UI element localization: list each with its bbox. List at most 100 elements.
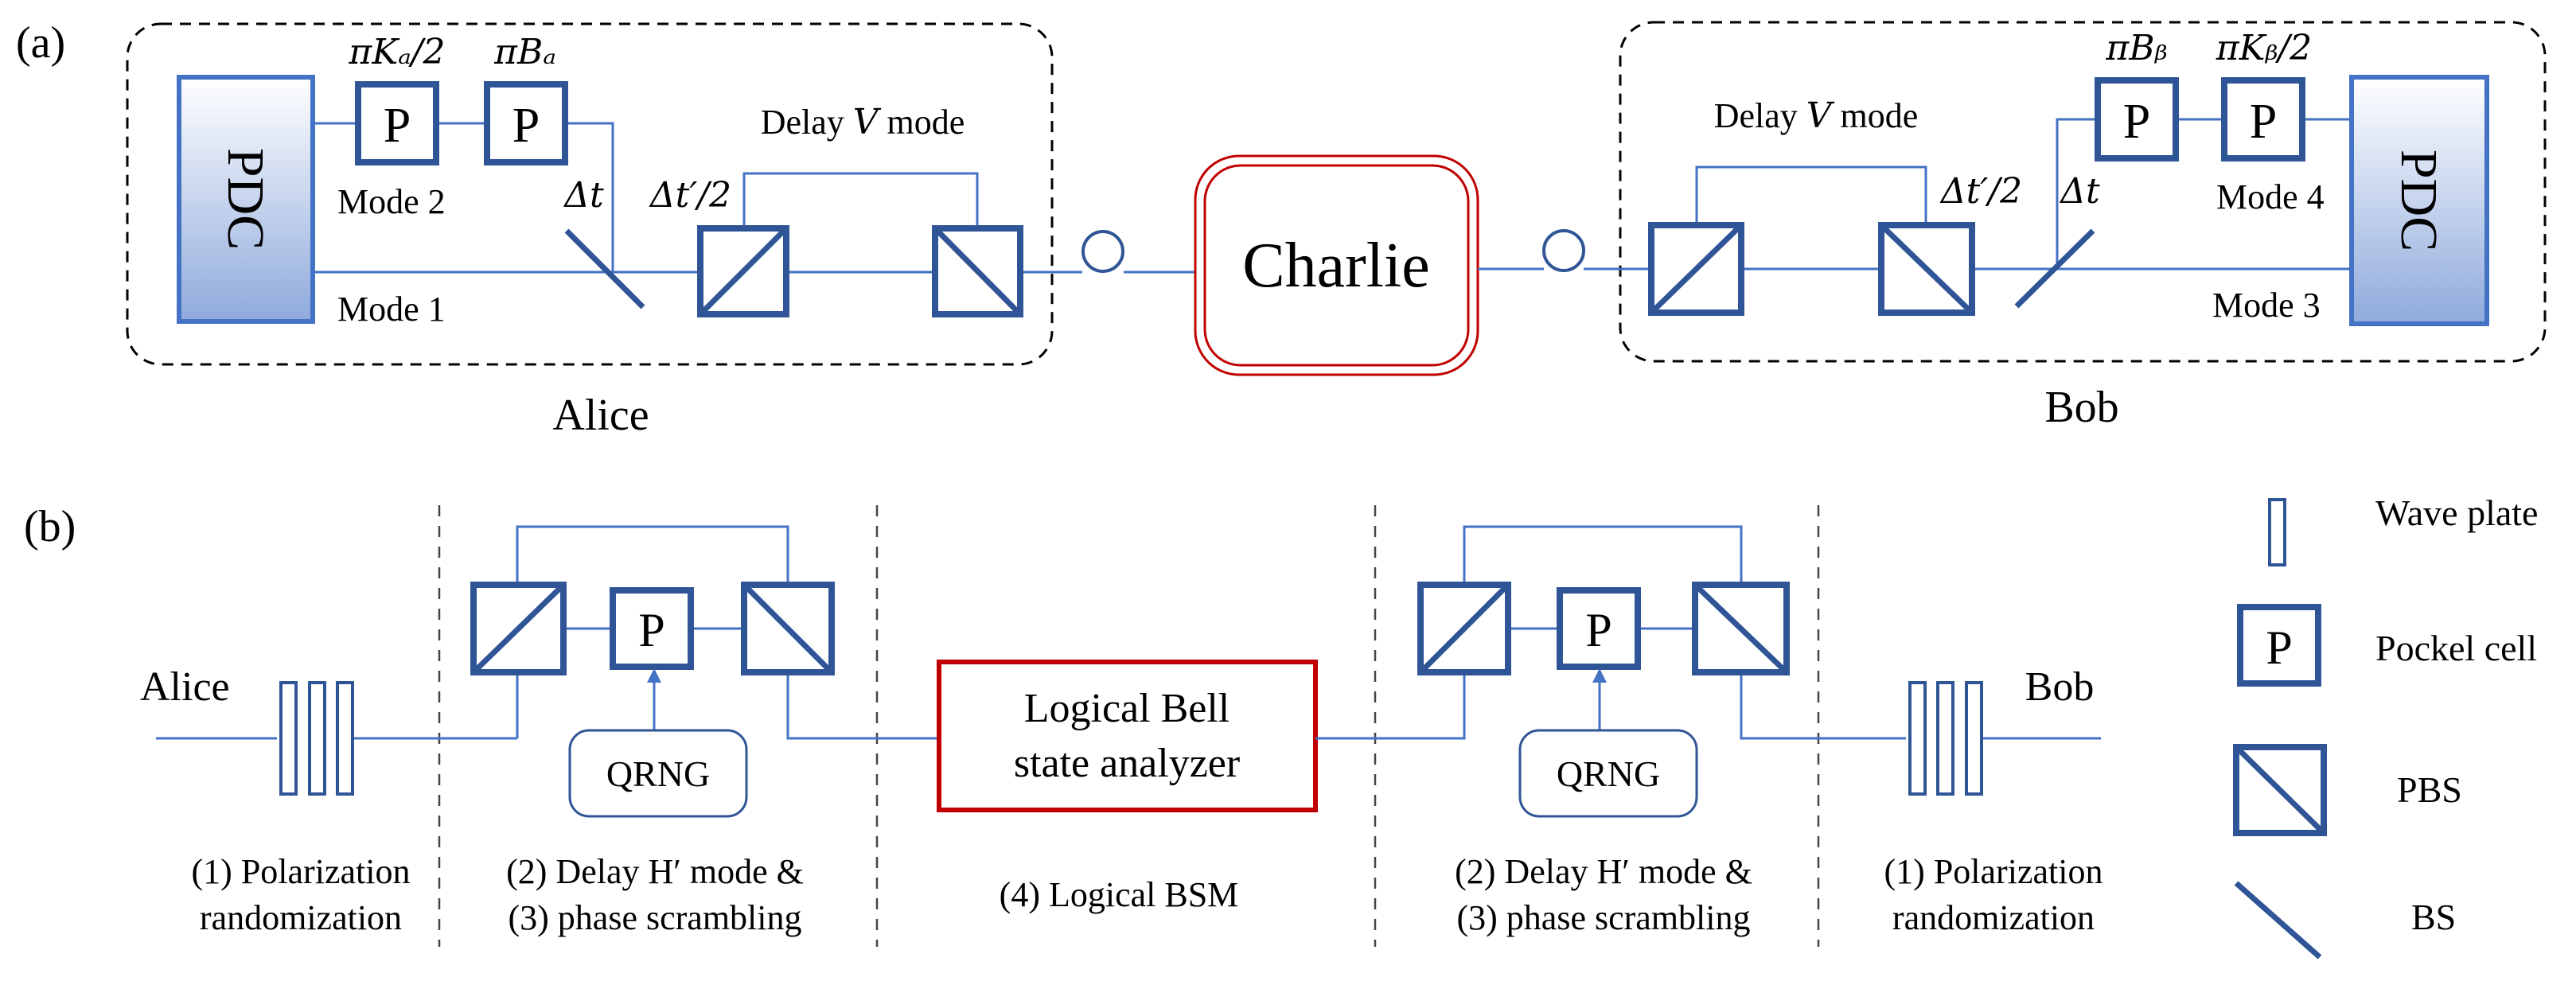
b-bob-pbs-1: [1417, 582, 1511, 675]
alice-delay-v-path: [742, 172, 979, 228]
bob-mode4-label: Mode 4: [2216, 177, 2325, 216]
bob-delay-v-path: [1695, 165, 1927, 225]
b-alice-qrng: QRNG: [568, 729, 748, 818]
alice-pockel-b-letter: P: [512, 99, 540, 153]
bob-pockel-k-box: [2221, 77, 2305, 162]
legend-bs-symbol: [2234, 881, 2322, 960]
bob-pdc-label: PDC: [2390, 150, 2448, 251]
b-alice-pockel-letter: P: [638, 604, 664, 656]
bob-mode4-line-a: [2056, 118, 2098, 269]
panel-a-tag: (a): [16, 18, 65, 68]
legend-pockel-letter: P: [2266, 621, 2292, 674]
bob-pbs-2: [1878, 222, 1975, 316]
bob-pockel-cell-k: P: [2221, 77, 2305, 162]
b-bob-wave-plate-1: [1908, 681, 1927, 796]
alice-pdc-label: PDC: [216, 148, 275, 250]
b-bob-label: Bob: [2025, 664, 2095, 710]
b-bob-to-waveplates: [1740, 672, 1906, 740]
b-alice-wave-plate-1: [279, 681, 298, 796]
b-alice-pbs-2-diagonal: [742, 582, 834, 675]
b-alice-delay-path: [516, 525, 789, 585]
b-alice-to-analyzer: [786, 672, 939, 740]
b-bob-qrng-arrowhead: [1592, 668, 1607, 683]
b-alice-pbs-2: [741, 582, 835, 675]
alice-pbs-1-diagonal: [698, 226, 789, 317]
charlie-inner-border: [1203, 164, 1470, 367]
b-bob-qrng-box: [1518, 729, 1698, 818]
analyzer-box: [937, 660, 1318, 812]
alice-pockel-k-box: [355, 81, 439, 165]
step1-right-line1: (1) Polarization: [1884, 852, 2103, 891]
bob-pbs-1: [1648, 222, 1744, 316]
b-alice-pbs-1-diagonal: [471, 582, 566, 675]
step2-right-line2: (3) phase scrambling: [1457, 898, 1751, 937]
b-bob-qrng: QRNG: [1518, 729, 1698, 818]
alice-phase-b-label: πBₐ: [493, 32, 556, 72]
b-alice-pockel-box: [610, 587, 694, 670]
b-bob-pbs-2-diagonal: [1693, 582, 1789, 675]
alice-bs: [564, 228, 645, 309]
charlie-label: Charlie: [1242, 231, 1429, 301]
b-bob-wave-plate-3: [1965, 681, 1983, 796]
alice-pockel-cell-k: P: [355, 81, 439, 165]
legend-wave-plate-symbol: [2268, 498, 2286, 566]
b-alice-qrng-box: [568, 729, 748, 818]
b-alice-qrng-label: QRNG: [606, 753, 710, 794]
step1-right-line2: randomization: [1892, 898, 2095, 937]
alice-mode2-line-c: [565, 122, 614, 272]
bob-pbs-1-diagonal: [1649, 223, 1744, 315]
bob-delay-label: Delay V mode: [1714, 95, 1919, 136]
step2-right-line1: (2) Delay H′ mode &: [1455, 852, 1752, 891]
bob-fiber-loop: [1542, 229, 1585, 272]
b-alice-pbs-1: [470, 582, 567, 675]
bob-dt-label: Δt: [2059, 171, 2100, 212]
bob-pdc-box: [2349, 75, 2489, 326]
step2-left-line1: (2) Delay H′ mode &: [506, 852, 804, 891]
alice-pdc-source: PDC: [177, 75, 315, 324]
step2-left-line2: (3) phase scrambling: [509, 898, 802, 937]
legend-wave-plate-label: Wave plate: [2375, 492, 2538, 533]
alice-phase-k-label: πKₐ/2: [348, 32, 445, 72]
bob-pockel-b-letter: P: [2123, 95, 2150, 149]
legend-pbs-diagonal: [2234, 745, 2326, 835]
b-bob-pockel-letter: P: [1585, 604, 1611, 656]
b-bob-pbs-1-diagonal: [1418, 582, 1510, 675]
b-bob-pockel-cell: P: [1557, 587, 1641, 670]
bob-dt-half-label: Δt′/2: [1939, 171, 2022, 212]
bob-bs: [2014, 228, 2095, 309]
b-bob-from-analyzer: [1315, 672, 1466, 740]
alice-pbs-2-diagonal: [933, 226, 1023, 317]
bob-pdc-source: PDC: [2349, 75, 2489, 326]
bob-phase-k-label: πKᵦ/2: [2216, 28, 2313, 68]
legend: Wave plate P Pockel cell PBS BS: [2233, 492, 2538, 960]
charlie-node: Charlie: [1194, 154, 1479, 376]
b-alice-qrng-arrowhead: [647, 668, 661, 683]
b-bob-qrng-label: QRNG: [1557, 753, 1660, 794]
bob-enclosure: [1619, 21, 2547, 363]
alice-pockel-k-letter: P: [384, 99, 411, 153]
b-alice-pockel-cell: P: [610, 587, 694, 670]
b-bob-pockel-box: [1557, 587, 1641, 670]
step1-left-line2: randomization: [200, 898, 402, 937]
analyzer-line1: Logical Bell: [1024, 686, 1230, 731]
b-bob-delay-path: [1463, 525, 1743, 585]
bob-pockel-cell-b: P: [2095, 77, 2179, 162]
bob-pbs-2-diagonal: [1879, 223, 1974, 315]
alice-pbs-1: [697, 225, 789, 317]
step1-left-line1: (1) Polarization: [192, 852, 411, 891]
alice-pdc-box: [177, 75, 315, 324]
alice-mode1-label: Mode 1: [337, 290, 446, 329]
bob-pockel-b-box: [2095, 77, 2179, 162]
alice-fiber-loop: [1081, 230, 1124, 273]
b-bob-wave-plate-2: [1936, 681, 1954, 796]
bob-phase-b-label: πBᵦ: [2105, 28, 2167, 68]
alice-mode2-label: Mode 2: [337, 182, 446, 221]
alice-label: Alice: [552, 391, 649, 440]
logical-bell-state-analyzer: Logical Bell state analyzer: [937, 660, 1318, 812]
alice-pbs-2: [932, 225, 1023, 317]
legend-bs-label: BS: [2411, 897, 2456, 937]
alice-pockel-b-box: [484, 81, 568, 165]
b-bob-pbs-2: [1692, 582, 1790, 675]
